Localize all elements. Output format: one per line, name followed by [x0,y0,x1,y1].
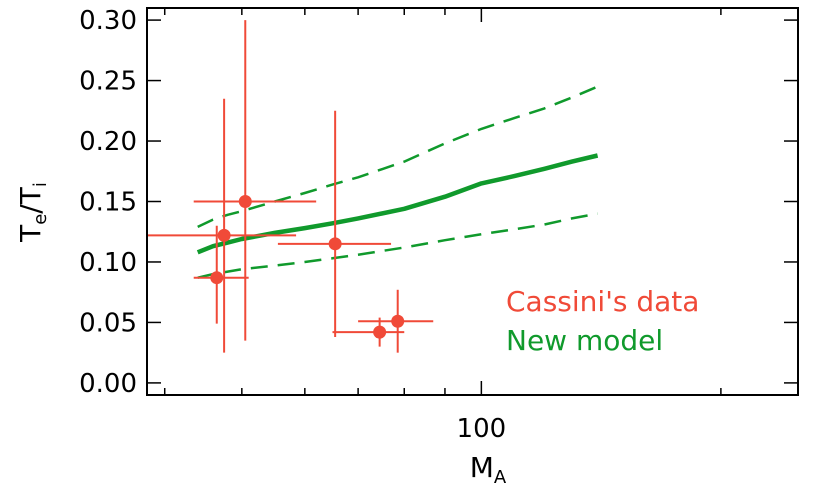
y-tick-label-1: 0.05 [79,308,137,338]
x-tick-label-0: 100 [457,414,507,444]
y-tick-label-5: 0.25 [79,67,137,97]
x-axis-label-sub: A [494,467,507,488]
model-bound-line-1 [197,85,599,229]
data-marker [391,314,405,328]
data-marker [217,228,231,242]
legend-entry-cassini: Cassini's data [506,285,699,318]
y-tick-label-0: 0.00 [79,369,137,399]
x-axis-label: MA [470,451,507,488]
model-line [196,153,599,255]
y-axis-label: Te/Ti [14,182,51,243]
y-tick-label-3: 0.15 [79,188,137,218]
data-marker [328,237,342,251]
data-point-3 [277,110,392,337]
x-axis-label-main: M [470,451,494,484]
tick-labels: 0.00 0.05 0.10 0.15 0.20 0.25 0.30 100 [79,6,506,444]
data-point-2 [193,20,317,341]
data-point-4 [332,317,405,347]
axis-ticks [147,8,798,395]
data-marker [210,271,224,285]
y-tick-label-2: 0.10 [79,248,137,278]
y-axis-label-p1: T [14,224,47,243]
data-point-5 [358,289,434,353]
data-point-0 [193,225,249,324]
y-axis-label-s1: e [30,214,51,225]
y-axis-label-mid: /T [14,186,47,213]
data-marker [373,325,387,339]
model-bound-line-2 [197,212,598,279]
legend: Cassini's data New model [506,285,699,357]
y-axis-label-s2: i [30,182,51,187]
data-marker [238,195,252,208]
data-point-1 [147,98,297,353]
legend-entry-new-model: New model [506,324,663,357]
y-tick-label-4: 0.20 [79,127,137,157]
y-tick-label-6: 0.30 [79,6,137,36]
plot-area [147,20,599,353]
